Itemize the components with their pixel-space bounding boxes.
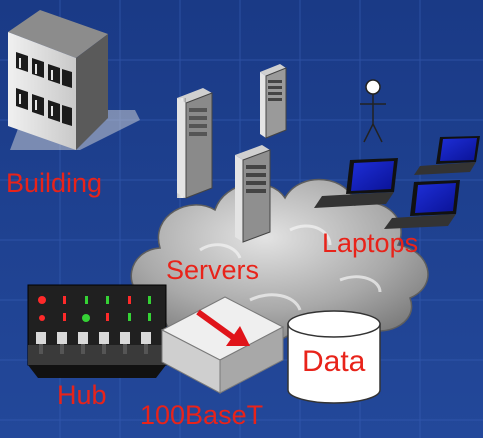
tower-server-icon xyxy=(260,64,287,139)
database-cylinder-icon xyxy=(287,310,381,404)
100baset-label: 100BaseT xyxy=(140,400,264,430)
user-stick-figure-icon xyxy=(360,79,386,143)
laptops-label: Laptops xyxy=(322,228,419,258)
laptop-icon xyxy=(384,180,460,229)
servers-label: Servers xyxy=(166,255,260,285)
laptop-icon xyxy=(314,158,398,208)
laptop-icon xyxy=(414,136,480,175)
data-label: Data xyxy=(302,345,366,378)
building-label: Building xyxy=(6,168,103,198)
hub-label: Hub xyxy=(57,380,107,410)
tower-server-icon xyxy=(235,145,271,243)
switch-box-arrow-icon xyxy=(160,296,285,394)
tower-server-icon xyxy=(177,88,213,199)
network-hub-icon xyxy=(27,284,167,378)
building-icon xyxy=(8,10,140,150)
